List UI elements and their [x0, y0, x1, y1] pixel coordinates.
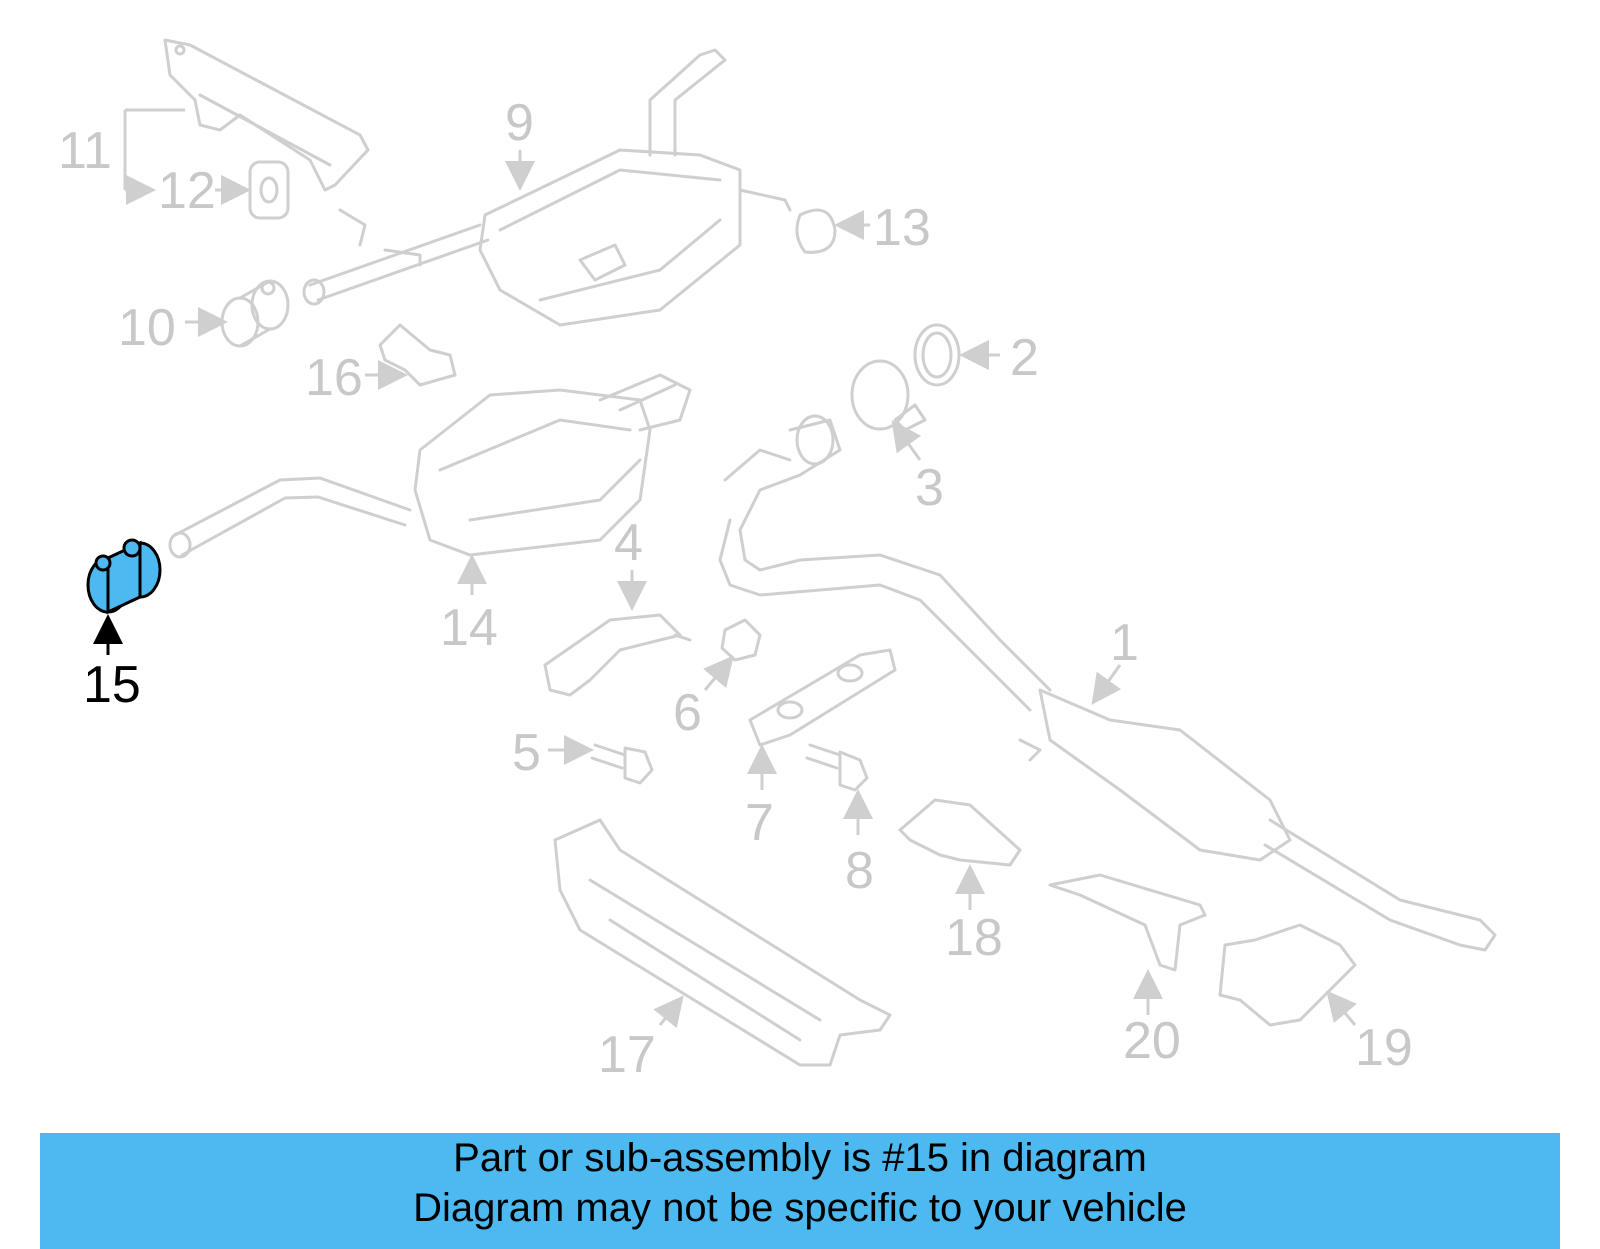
- callout-13: 13: [873, 199, 931, 257]
- part-20-bracket: [1048, 873, 1207, 972]
- callout-3: 3: [915, 459, 944, 517]
- part-5-bolt: [590, 743, 654, 785]
- callout-17: 17: [598, 1026, 656, 1084]
- callout-20: 20: [1123, 1012, 1181, 1070]
- callout-2: 2: [1010, 329, 1039, 387]
- callout-11: 11: [58, 122, 112, 180]
- part-14-center-muffler: [168, 373, 692, 559]
- part-19-bracket: [1218, 923, 1357, 1027]
- part-7-flange-gasket: [748, 648, 897, 747]
- callout-4: 4: [614, 514, 643, 572]
- callout-8: 8: [845, 842, 874, 900]
- callout-numbers: 1 2 3 4 5 6 7 8 9 10 11 12 13 14 15 16 1…: [58, 94, 1413, 1084]
- callout-16: 16: [305, 349, 363, 407]
- part-6-nut: [720, 618, 762, 662]
- part-12-rubber-mount: [248, 160, 290, 220]
- callout-7: 7: [745, 794, 774, 852]
- exhaust-system-diagram: 1 2 3 4 5 6 7 8 9 10 11 12 13 14 15 16 1…: [58, 38, 1497, 1084]
- callout-10: 10: [118, 299, 176, 357]
- part-8-bolt: [805, 743, 869, 792]
- callout-9: 9: [505, 94, 534, 152]
- callout-5: 5: [512, 724, 541, 782]
- callout-15: 15: [83, 656, 141, 714]
- leader-lines: [93, 108, 1357, 1029]
- part-2-gasket: [913, 323, 961, 387]
- callout-1: 1: [1110, 614, 1139, 672]
- callout-19: 19: [1355, 1019, 1413, 1077]
- info-banner: Part or sub-assembly is #15 in diagram D…: [40, 1133, 1560, 1249]
- part-10-clamp: [220, 279, 290, 348]
- callout-6: 6: [673, 684, 702, 742]
- part-4-heat-shield: [543, 613, 692, 697]
- part-13-cap: [795, 208, 837, 254]
- part-1-front-pipe-converter: [718, 414, 1497, 952]
- callout-14: 14: [440, 599, 498, 657]
- part-3-band-clamp: [850, 359, 927, 432]
- part-11-bracket: [163, 38, 370, 192]
- callout-12: 12: [158, 162, 216, 220]
- banner-line-2: Diagram may not be specific to your vehi…: [413, 1186, 1187, 1230]
- callout-18: 18: [945, 909, 1003, 967]
- banner-line-1: Part or sub-assembly is #15 in diagram: [453, 1136, 1147, 1180]
- part-17-heat-shield: [553, 818, 892, 1067]
- part-18-bracket: [898, 798, 1022, 867]
- part-15-clamp-highlighted[interactable]: [86, 538, 162, 615]
- part-9-rear-muffler: [302, 48, 792, 327]
